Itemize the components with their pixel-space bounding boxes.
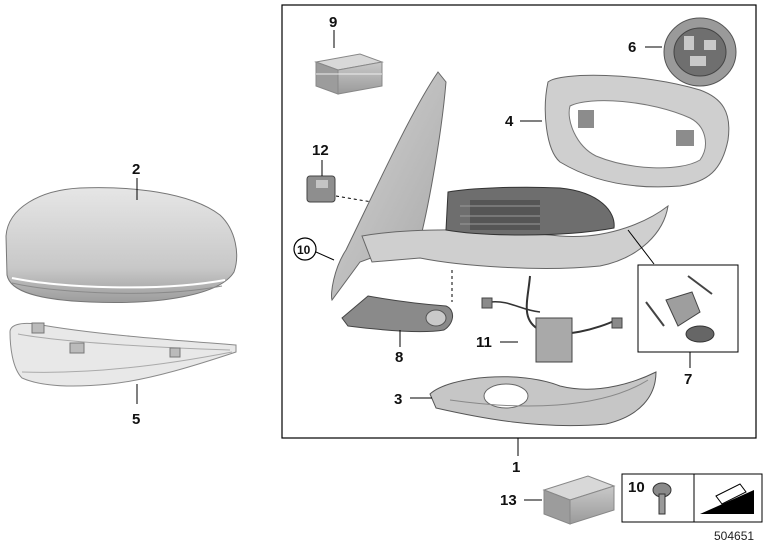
orientation-arrow-icon [700, 483, 754, 514]
dash-12 [335, 195, 373, 203]
callout-6: 6 [628, 39, 636, 56]
part-8-bracket [341, 295, 453, 333]
callout-2: 2 [132, 161, 140, 178]
part-7-frame [637, 264, 739, 353]
part-11-wiring [481, 275, 623, 363]
callout-9: 9 [329, 14, 337, 31]
callout-10-screw: 10 [628, 479, 645, 496]
callout-5: 5 [132, 411, 140, 428]
part-13-box [542, 475, 616, 525]
callout-3: 3 [394, 391, 402, 408]
part-mirror-cap [5, 187, 238, 303]
callout-10: 10 [297, 243, 311, 257]
part-4-glass-frame [544, 74, 730, 188]
part-7-screws [645, 275, 715, 343]
callout-11: 11 [476, 334, 492, 351]
diagram-reference-number: 504651 [714, 529, 754, 543]
callout-13: 13 [500, 492, 517, 509]
part-12-actuator [306, 175, 336, 203]
dash-7 [627, 229, 655, 265]
callout-4: 4 [505, 113, 514, 130]
assembly-frame [281, 4, 757, 439]
screw-icon [652, 482, 672, 515]
orientation-box-frame [693, 473, 763, 523]
callout-1: 1 [512, 459, 520, 476]
leader-10 [315, 251, 335, 261]
callout-12: 12 [312, 142, 329, 159]
callout-10-circle [293, 237, 317, 261]
callout-7: 7 [684, 371, 692, 388]
part-turn-signal [9, 322, 237, 387]
part-mirror-base [331, 71, 669, 302]
part-3-lower-cover [429, 371, 657, 427]
part-6-motor [663, 17, 737, 87]
callout-8: 8 [395, 349, 403, 366]
part-9-box [314, 53, 384, 95]
